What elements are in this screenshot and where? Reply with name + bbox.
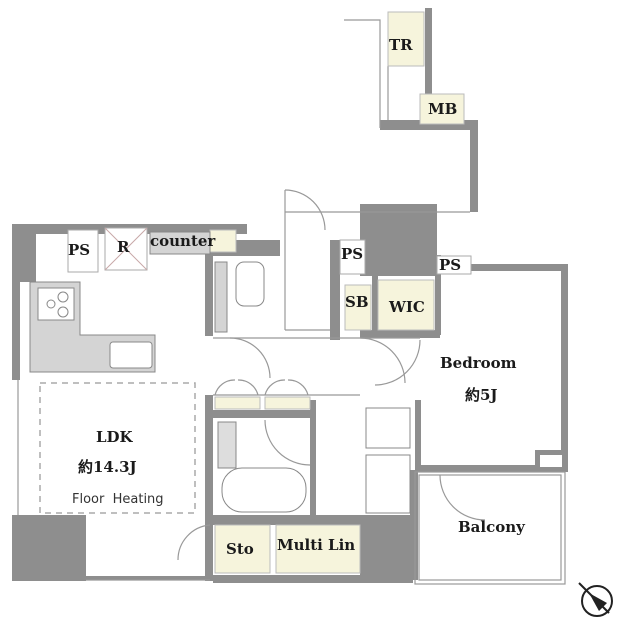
sink-icon: [109, 341, 153, 369]
room-label-ps: PS: [68, 241, 91, 259]
room-label-multi-lin: Multi Lin: [277, 536, 356, 554]
room-label-mb: MB: [428, 100, 458, 118]
room-size-bedroom: 約5J: [465, 386, 498, 404]
thin-lines: [17, 19, 566, 585]
room-label-counter: counter: [150, 232, 216, 250]
storage-areas: [209, 11, 465, 574]
room-label-ldk: LDK: [96, 428, 133, 446]
stove-icon: [37, 287, 75, 321]
fixtures: [37, 261, 411, 514]
room-label-bedroom: Bedroom: [440, 354, 517, 372]
room-label-sb: SB: [345, 293, 369, 311]
toilet-icon: [235, 261, 265, 307]
shower-unit-icon: [365, 454, 411, 514]
room-label-tr: TR: [389, 36, 413, 54]
room-label-ps: PS: [439, 256, 462, 274]
room-label-ps: PS: [341, 245, 364, 263]
room-label-wic: WIC: [389, 298, 425, 316]
washer-icon: [365, 407, 411, 449]
floor-heating-area: [39, 382, 196, 514]
room-size-ldk: 約14.3J: [78, 458, 137, 476]
room-label-sto: Sto: [226, 540, 254, 558]
room-label-r: R: [117, 238, 130, 256]
room-label-balcony: Balcony: [458, 518, 525, 536]
bathtub-icon: [221, 467, 307, 513]
floor-heating-label: Floor Heating: [72, 492, 164, 507]
walls: [12, 8, 568, 583]
